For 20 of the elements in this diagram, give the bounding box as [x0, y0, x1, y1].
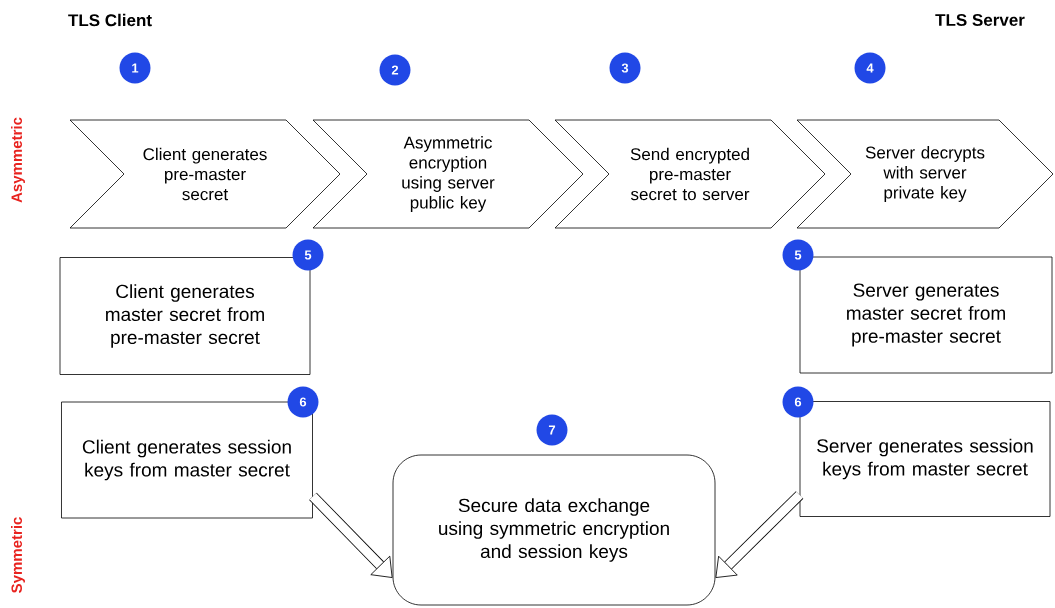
number-badge: 1 — [119, 52, 151, 84]
number-badge: 6 — [782, 386, 814, 418]
block-arrow — [715, 491, 804, 578]
number-badge: 6 — [287, 386, 319, 418]
number-badge: 5 — [292, 239, 324, 271]
side-label: Asymmetric — [11, 117, 25, 203]
heading: TLS Client — [68, 13, 152, 27]
chevron-step: Client generates pre-master secret — [69, 119, 341, 229]
side-label: Symmetric — [11, 517, 25, 593]
number-badge: 7 — [536, 414, 568, 446]
chevron-step: Send encrypted pre-master secret to server — [554, 119, 826, 229]
rounded-box: Secure data exchange using symmetric encryption and session keys — [392, 454, 716, 606]
block-arrow — [309, 492, 393, 578]
chevron-step: Asymmetric encryption using server public key — [312, 119, 584, 229]
number-badge: 3 — [609, 52, 641, 84]
heading: TLS Server — [935, 14, 1025, 27]
number-badge: 5 — [782, 239, 814, 271]
number-badge: 4 — [854, 52, 886, 84]
chevron-step: Server decrypts with server private key — [796, 119, 1054, 229]
number-badge: 2 — [379, 54, 411, 86]
